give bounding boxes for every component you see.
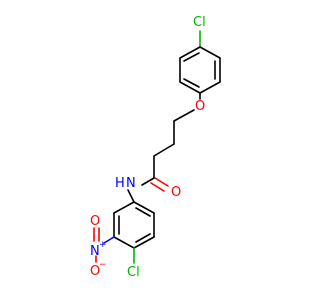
c-o-carbonyl-bond-second <box>150 182 165 192</box>
n-aryl-bond <box>127 189 135 203</box>
o-ch2-bond <box>173 109 195 122</box>
chlorine-atom-label: Cl <box>193 15 206 30</box>
chain-bond <box>153 143 175 157</box>
carbonyl-oxygen-atom-label: O <box>171 185 181 200</box>
ring1-bond <box>199 81 221 94</box>
c-o-carbonyl-bond <box>154 177 169 187</box>
chlorine-bottom-atom-label: Cl <box>127 265 140 280</box>
nitro-oxygen-single-atom-label: O <box>90 264 100 279</box>
ring2-inner-bond <box>135 233 151 243</box>
chlorophenyl-ring <box>179 30 221 94</box>
chloronitrophenyl-ring <box>103 201 155 264</box>
nitro-group <box>93 227 100 263</box>
ring1-inner-bond <box>183 52 200 62</box>
nitro-nitrogen-atom-label: N <box>90 244 100 259</box>
ring1-inner-bond <box>183 78 200 88</box>
ether-oxygen-atom-label: O <box>195 99 205 114</box>
molecule-structure-canvas: Cl O O N H N + O O − Cl <box>90 15 221 280</box>
ring2-bond <box>113 201 135 214</box>
nitro-oxygen-charge-label: − <box>99 260 107 270</box>
ring2-bond <box>113 236 135 249</box>
butanamide-chain <box>127 92 201 203</box>
ring1-bond <box>179 81 201 94</box>
nitro-nitrogen-charge-label: + <box>99 240 107 250</box>
ring2-bond <box>133 236 155 249</box>
molecule-structure-diagram: Cl O O N H N + O O − Cl <box>90 15 221 280</box>
ring2-inner-bond <box>135 207 151 217</box>
ring1-bond <box>199 46 221 59</box>
c-n-amide-bond <box>141 177 155 186</box>
amide-hydrogen-atom-label: H <box>115 176 125 191</box>
nitro-oxygen-double-atom-label: O <box>90 214 100 229</box>
ring2-bond <box>133 201 155 214</box>
ring1-bond <box>179 46 201 59</box>
amide-nitrogen-atom-label: N <box>126 176 136 191</box>
c-n-nitro-bond <box>103 236 115 244</box>
